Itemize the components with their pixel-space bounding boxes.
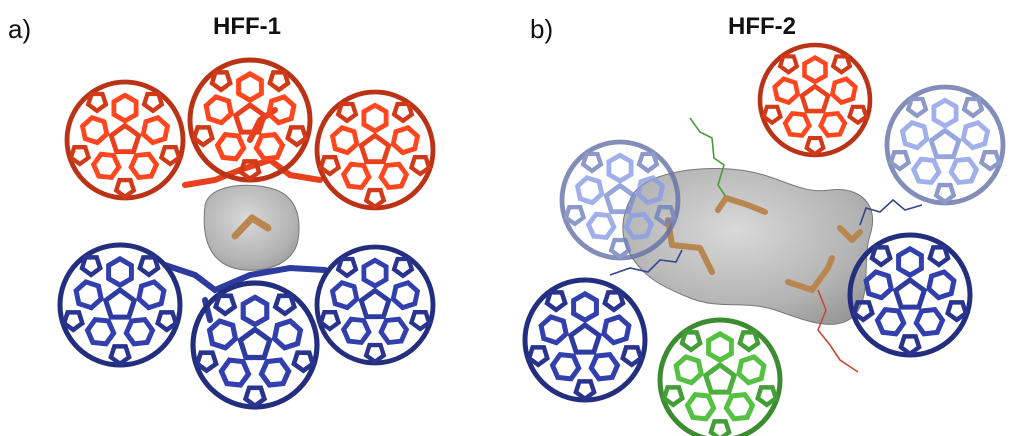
fullerene-b-4 xyxy=(522,277,648,403)
ligands-b xyxy=(665,195,863,293)
fullerene-a-3 xyxy=(314,89,436,211)
fullerene-b-5 xyxy=(847,232,973,358)
fullerene-b-1 xyxy=(559,139,681,261)
cavity-surface-a xyxy=(203,184,300,271)
fullerene-a-1 xyxy=(64,79,186,201)
panel-a-label: a) xyxy=(8,14,32,44)
fullerene-b-2 xyxy=(757,42,873,158)
fullerene-b-6 xyxy=(657,317,783,436)
fullerene-a-4 xyxy=(57,242,183,368)
cavity-surface-b xyxy=(622,168,874,325)
guest-ligand-a xyxy=(231,214,272,240)
fullerene-a-5 xyxy=(190,280,320,410)
panel-a-title: HFF-1 xyxy=(213,13,281,40)
fullerene-cages xyxy=(57,42,1006,436)
linkers-a-red xyxy=(182,107,323,188)
fullerene-b-3 xyxy=(884,84,1006,206)
panel-b-title: HFF-2 xyxy=(728,13,796,40)
panel-b-label: b) xyxy=(530,14,554,44)
thin-linkers-b xyxy=(609,117,923,373)
fullerene-a-6 xyxy=(314,244,436,366)
fullerene-a-2 xyxy=(187,57,313,183)
